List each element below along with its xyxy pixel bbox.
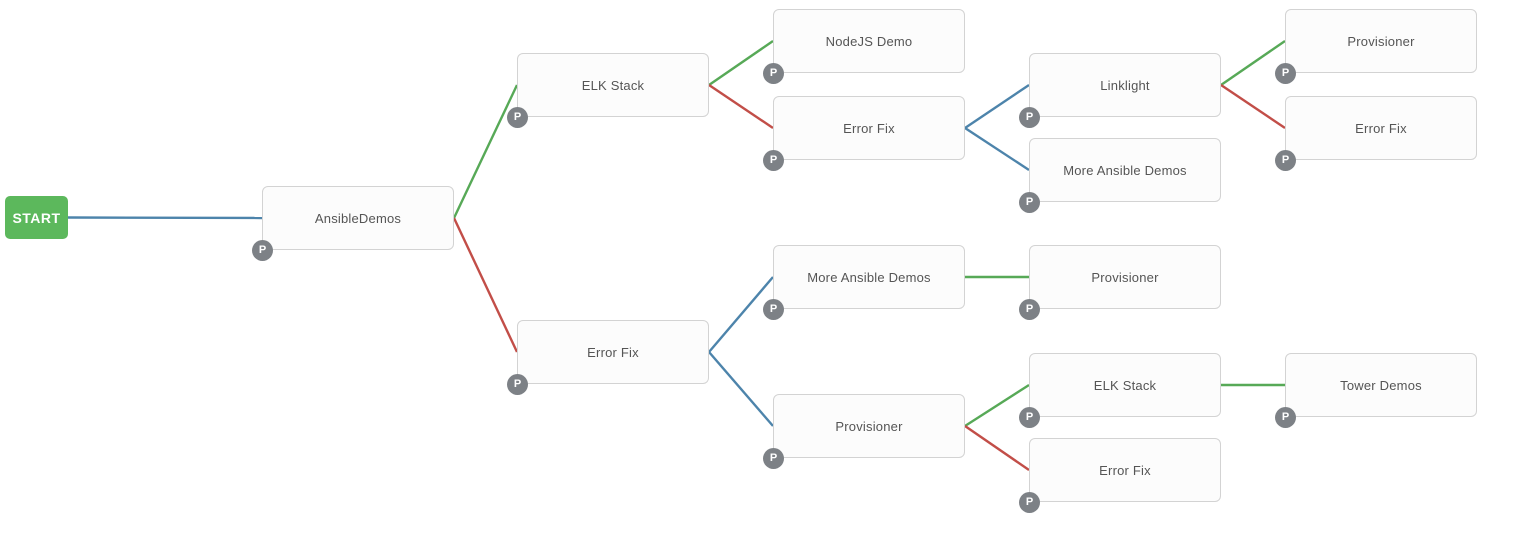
workflow-edge-error-fix-mid-to-provisioner-mid-always <box>708 351 774 427</box>
project-type-badge: P <box>1275 63 1296 84</box>
workflow-node-label: Error Fix <box>843 120 895 136</box>
workflow-edge-elk-stack-top-to-nodejs-demo-success <box>708 40 774 86</box>
project-type-badge: P <box>507 107 528 128</box>
workflow-node-label: Tower Demos <box>1340 377 1422 393</box>
workflow-edge-provisioner-mid-to-elk-stack-bottom-success <box>964 383 1030 428</box>
workflow-node-label: Provisioner <box>835 418 903 434</box>
project-type-badge: P <box>763 299 784 320</box>
project-type-badge: P <box>763 150 784 171</box>
workflow-node-label: AnsibleDemos <box>314 210 402 226</box>
workflow-edge-start-to-ansibledemos-always <box>67 216 263 220</box>
project-type-badge: P <box>1275 150 1296 171</box>
workflow-edge-linklight-to-error-fix-tr-failure <box>1220 84 1286 129</box>
workflow-node-label: Error Fix <box>1355 120 1407 136</box>
project-type-badge: P <box>1019 407 1040 428</box>
workflow-edge-provisioner-mid-to-error-fix-bottom-failure <box>964 425 1030 471</box>
workflow-node-label: ELK Stack <box>581 77 645 93</box>
workflow-node-label: Linklight <box>1100 77 1150 93</box>
workflow-node-label: Error Fix <box>587 344 639 360</box>
project-type-badge: P <box>763 448 784 469</box>
project-type-badge: P <box>1019 107 1040 128</box>
project-type-badge: P <box>1019 299 1040 320</box>
workflow-edge-linklight-to-provisioner-tr-success <box>1220 40 1286 86</box>
project-type-badge: P <box>1275 407 1296 428</box>
workflow-node-label: NodeJS Demo <box>825 33 913 49</box>
workflow-node-label: More Ansible Demos <box>807 269 931 285</box>
workflow-node-label: More Ansible Demos <box>1063 162 1187 178</box>
workflow-node-label: ELK Stack <box>1093 377 1157 393</box>
project-type-badge: P <box>252 240 273 261</box>
project-type-badge: P <box>1019 192 1040 213</box>
workflow-start-label: START <box>12 209 61 226</box>
workflow-edge-error-fix-top-to-more-ansible-top-always <box>964 126 1030 172</box>
workflow-node-label: Provisioner <box>1091 269 1159 285</box>
workflow-node-label: Error Fix <box>1099 462 1151 478</box>
workflow-edge-ansibledemos-to-elk-stack-top-success <box>452 84 519 219</box>
project-type-badge: P <box>763 63 784 84</box>
workflow-start-button[interactable]: START <box>5 196 68 239</box>
workflow-edge-elk-stack-top-to-error-fix-top-failure <box>708 84 774 129</box>
workflow-node-label: Provisioner <box>1347 33 1415 49</box>
project-type-badge: P <box>1019 492 1040 513</box>
workflow-edge-error-fix-top-to-linklight-always <box>964 84 1030 129</box>
workflow-edge-error-fix-mid-to-more-ansible-bottom-always <box>708 276 774 353</box>
project-type-badge: P <box>507 374 528 395</box>
workflow-edge-ansibledemos-to-error-fix-mid-failure <box>452 217 519 353</box>
